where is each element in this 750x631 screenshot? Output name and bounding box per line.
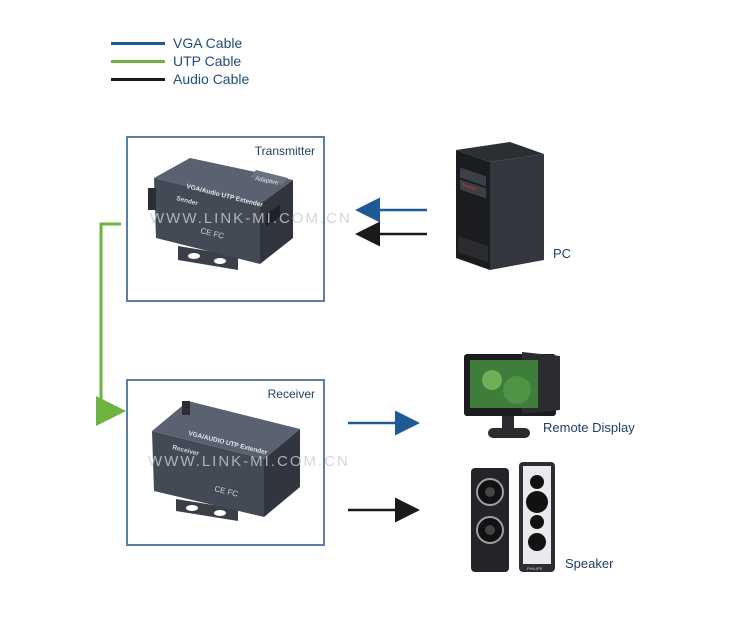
utp-cable-swatch [111,59,165,63]
receiver-title: Receiver [267,387,315,401]
remote-display-image [464,352,560,438]
transmitter-title: Transmitter [254,144,315,158]
receiver-device-image: VGA/AUDIO UTP Extender Receiver CE FC [152,401,300,521]
remote-display-label: Remote Display [543,420,635,435]
receiver-box: Receiver VGA/AUDIO UTP Extender Receiver… [126,379,325,546]
pc-label: PC [553,246,572,261]
speaker-label: Speaker [565,556,614,571]
pc-image: lenovo [456,142,544,270]
legend-audio-label: Audio Cable [173,71,250,87]
watermark-top: WWW.LINK-MI.COM.CN [150,210,352,227]
transmitter-badge-text: Adaptive [255,176,280,187]
legend-utp-label: UTP Cable [173,53,242,69]
speaker-image: PHILIPS [471,462,555,572]
legend-vga-label: VGA Cable [173,35,243,51]
legend-vga: VGA Cable [111,34,242,52]
vga-cable-swatch [111,41,165,45]
watermark-bottom: WWW.LINK-MI.COM.CN [148,453,350,470]
utp-cable-line [96,222,126,426]
transmitter-box: Transmitter Adaptive VGA/Audio UTP Exten… [126,136,325,302]
legend-audio: Audio Cable [111,70,249,88]
speaker-brand: PHILIPS [527,566,543,571]
transmitter-device-image: Adaptive VGA/Audio UTP Extender Sender C… [148,158,293,270]
legend-utp: UTP Cable [111,52,241,70]
pc-brand: lenovo [461,182,477,193]
audio-cable-swatch [111,77,165,81]
